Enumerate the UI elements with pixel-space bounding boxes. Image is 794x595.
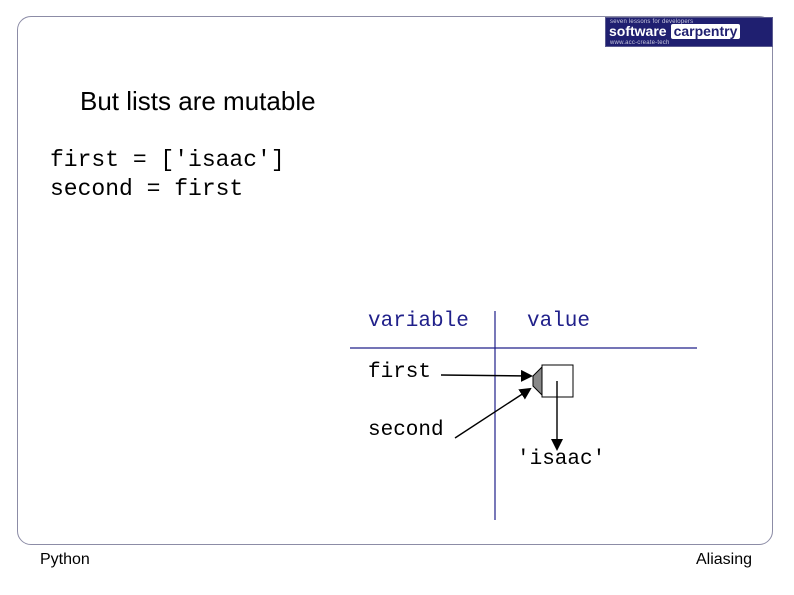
- logo-word-software: software: [609, 23, 667, 39]
- slide-frame: [17, 16, 773, 545]
- code-line-first: first = ['isaac']: [50, 147, 285, 173]
- footer-right-label: Aliasing: [695, 551, 752, 568]
- code-line-second: second = first: [50, 176, 244, 202]
- logo-top-text: seven lessons for developers: [610, 19, 694, 25]
- header-variable: variable: [368, 310, 469, 333]
- variable-second-label: second: [368, 419, 444, 442]
- header-value: value: [527, 310, 591, 333]
- variable-first-label: first: [368, 361, 432, 384]
- footer-left-label: Python: [40, 551, 90, 568]
- slide-title: But lists are mutable: [80, 86, 316, 116]
- logo-word-carpentry: carpentry: [670, 24, 741, 39]
- isaac-value-label: 'isaac': [517, 448, 606, 471]
- logo-bottom-text: www.acc-create-tech: [610, 40, 670, 46]
